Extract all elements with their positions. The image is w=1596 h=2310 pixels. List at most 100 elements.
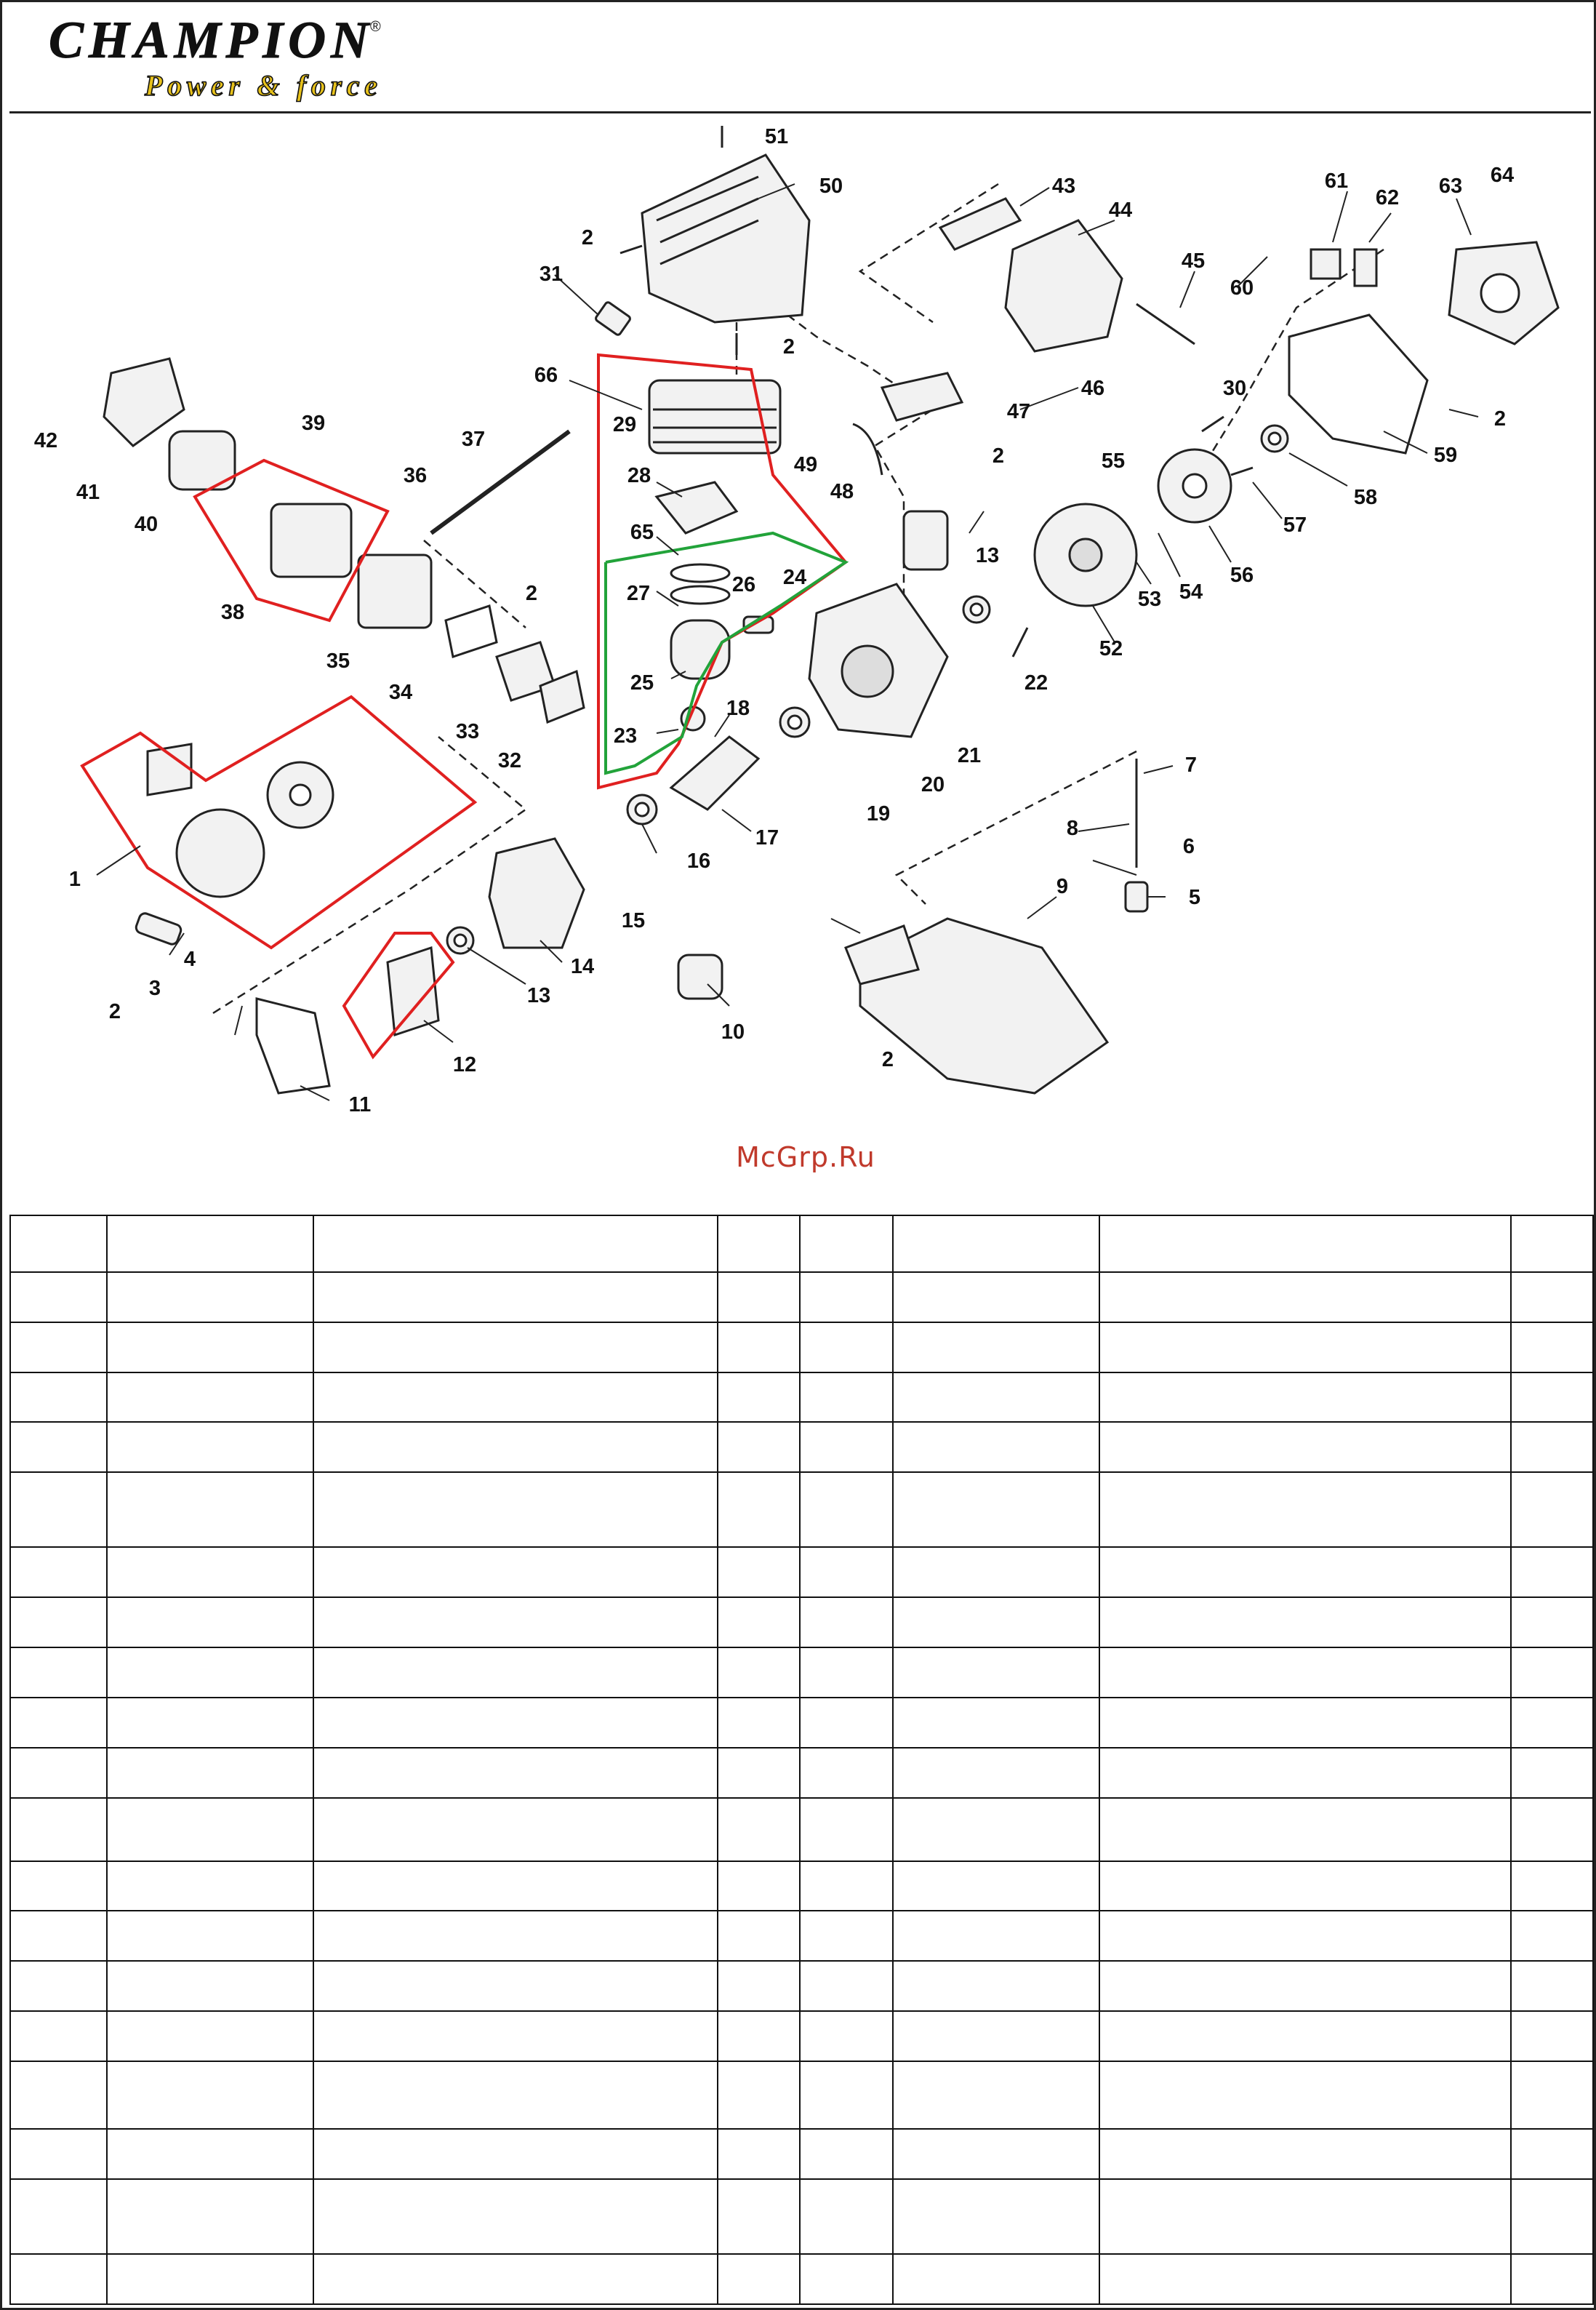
table-row — [9, 1797, 1594, 1862]
table-cell — [717, 1471, 801, 1548]
column-header — [313, 1215, 718, 1273]
table-cell — [106, 1471, 314, 1548]
table-cell — [799, 1596, 894, 1649]
table-cell — [892, 1596, 1100, 1649]
table-cell — [9, 2127, 108, 2180]
table-cell — [106, 2178, 314, 2255]
table-cell — [717, 2178, 801, 2255]
table-cell — [1510, 1371, 1594, 1423]
column-header — [717, 1215, 801, 1273]
callout: 66 — [534, 364, 558, 387]
table-header-row — [9, 1215, 1594, 1273]
table-cell — [1099, 2060, 1512, 2130]
table-cell — [717, 2253, 801, 2306]
column-header — [799, 1215, 894, 1273]
table-cell — [717, 1596, 801, 1649]
green-highlight-outline — [604, 531, 849, 775]
callout: 27 — [627, 582, 650, 605]
table-cell — [9, 1960, 108, 2013]
table-cell — [9, 1271, 108, 1323]
callout: 11 — [349, 1093, 372, 1116]
champion-logo: CHAMPION ® Power & force — [49, 11, 382, 103]
table-cell — [717, 1271, 801, 1323]
callout: 29 — [613, 413, 636, 436]
column-header — [106, 1215, 314, 1273]
callout: 41 — [76, 481, 100, 504]
table-cell — [313, 1860, 718, 1912]
table-cell — [313, 2010, 718, 2062]
table-cell — [892, 1797, 1100, 1862]
table-cell — [799, 2127, 894, 2180]
callout: 5 — [1189, 886, 1200, 909]
table-cell — [799, 1797, 894, 1862]
table-row — [9, 1421, 1594, 1474]
table-cell — [717, 1960, 801, 2013]
table-row — [9, 1271, 1594, 1323]
callout: 44 — [1109, 199, 1132, 222]
callout: 2 — [1494, 407, 1506, 431]
table-cell — [106, 1321, 314, 1373]
callout: 61 — [1325, 169, 1348, 193]
table-cell — [313, 1746, 718, 1799]
callout: 53 — [1138, 588, 1161, 611]
callout: 33 — [456, 720, 479, 743]
table-cell — [799, 1910, 894, 1962]
table-cell — [892, 2010, 1100, 2062]
table-body — [9, 1271, 1594, 2306]
callout: 12 — [453, 1053, 476, 1076]
table-cell — [313, 1647, 718, 1698]
callout: 38 — [221, 601, 244, 624]
table-cell — [313, 1910, 718, 1962]
table-cell — [313, 1960, 718, 2013]
table-cell — [1510, 2060, 1594, 2130]
callout: 1 — [69, 868, 81, 891]
callout: 3 — [149, 977, 161, 1000]
table-cell — [9, 2060, 108, 2130]
callout: 59 — [1434, 444, 1457, 467]
table-cell — [106, 1746, 314, 1799]
table-cell — [1099, 1860, 1512, 1912]
column-header — [1510, 1215, 1594, 1273]
callout: 14 — [571, 955, 594, 978]
table-cell — [106, 1860, 314, 1912]
table-row — [9, 2127, 1594, 2180]
table-cell — [1510, 1696, 1594, 1749]
callout: 62 — [1376, 186, 1399, 209]
table-cell — [1510, 1596, 1594, 1649]
table-cell — [717, 1647, 801, 1698]
callout: 25 — [630, 671, 654, 695]
table-row — [9, 1696, 1594, 1749]
table-cell — [106, 2010, 314, 2062]
table-row — [9, 1471, 1594, 1548]
callout: 39 — [302, 412, 325, 435]
table-cell — [892, 1746, 1100, 1799]
column-header — [9, 1215, 108, 1273]
table-cell — [892, 2253, 1100, 2306]
callout: 19 — [867, 802, 890, 826]
table-cell — [892, 2060, 1100, 2130]
table-row — [9, 1596, 1594, 1649]
table-cell — [799, 1471, 894, 1548]
callout: 58 — [1354, 486, 1377, 509]
table-row — [9, 2010, 1594, 2062]
table-cell — [1099, 1647, 1512, 1698]
table-row — [9, 1746, 1594, 1799]
table-cell — [9, 1860, 108, 1912]
callout: 49 — [794, 453, 817, 476]
callout: 13 — [976, 544, 999, 567]
table-cell — [9, 1746, 108, 1799]
table-cell — [9, 2253, 108, 2306]
table-row — [9, 2060, 1594, 2130]
table-cell — [9, 1596, 108, 1649]
table-cell — [1510, 1271, 1594, 1323]
table-cell — [106, 1960, 314, 2013]
callout: 28 — [627, 464, 651, 487]
table-cell — [799, 1696, 894, 1749]
table-cell — [106, 1421, 314, 1474]
callout: 2 — [109, 1000, 121, 1023]
callout: 24 — [783, 566, 806, 589]
table-cell — [313, 1371, 718, 1423]
table-cell — [892, 1421, 1100, 1474]
callout: 43 — [1052, 175, 1075, 198]
